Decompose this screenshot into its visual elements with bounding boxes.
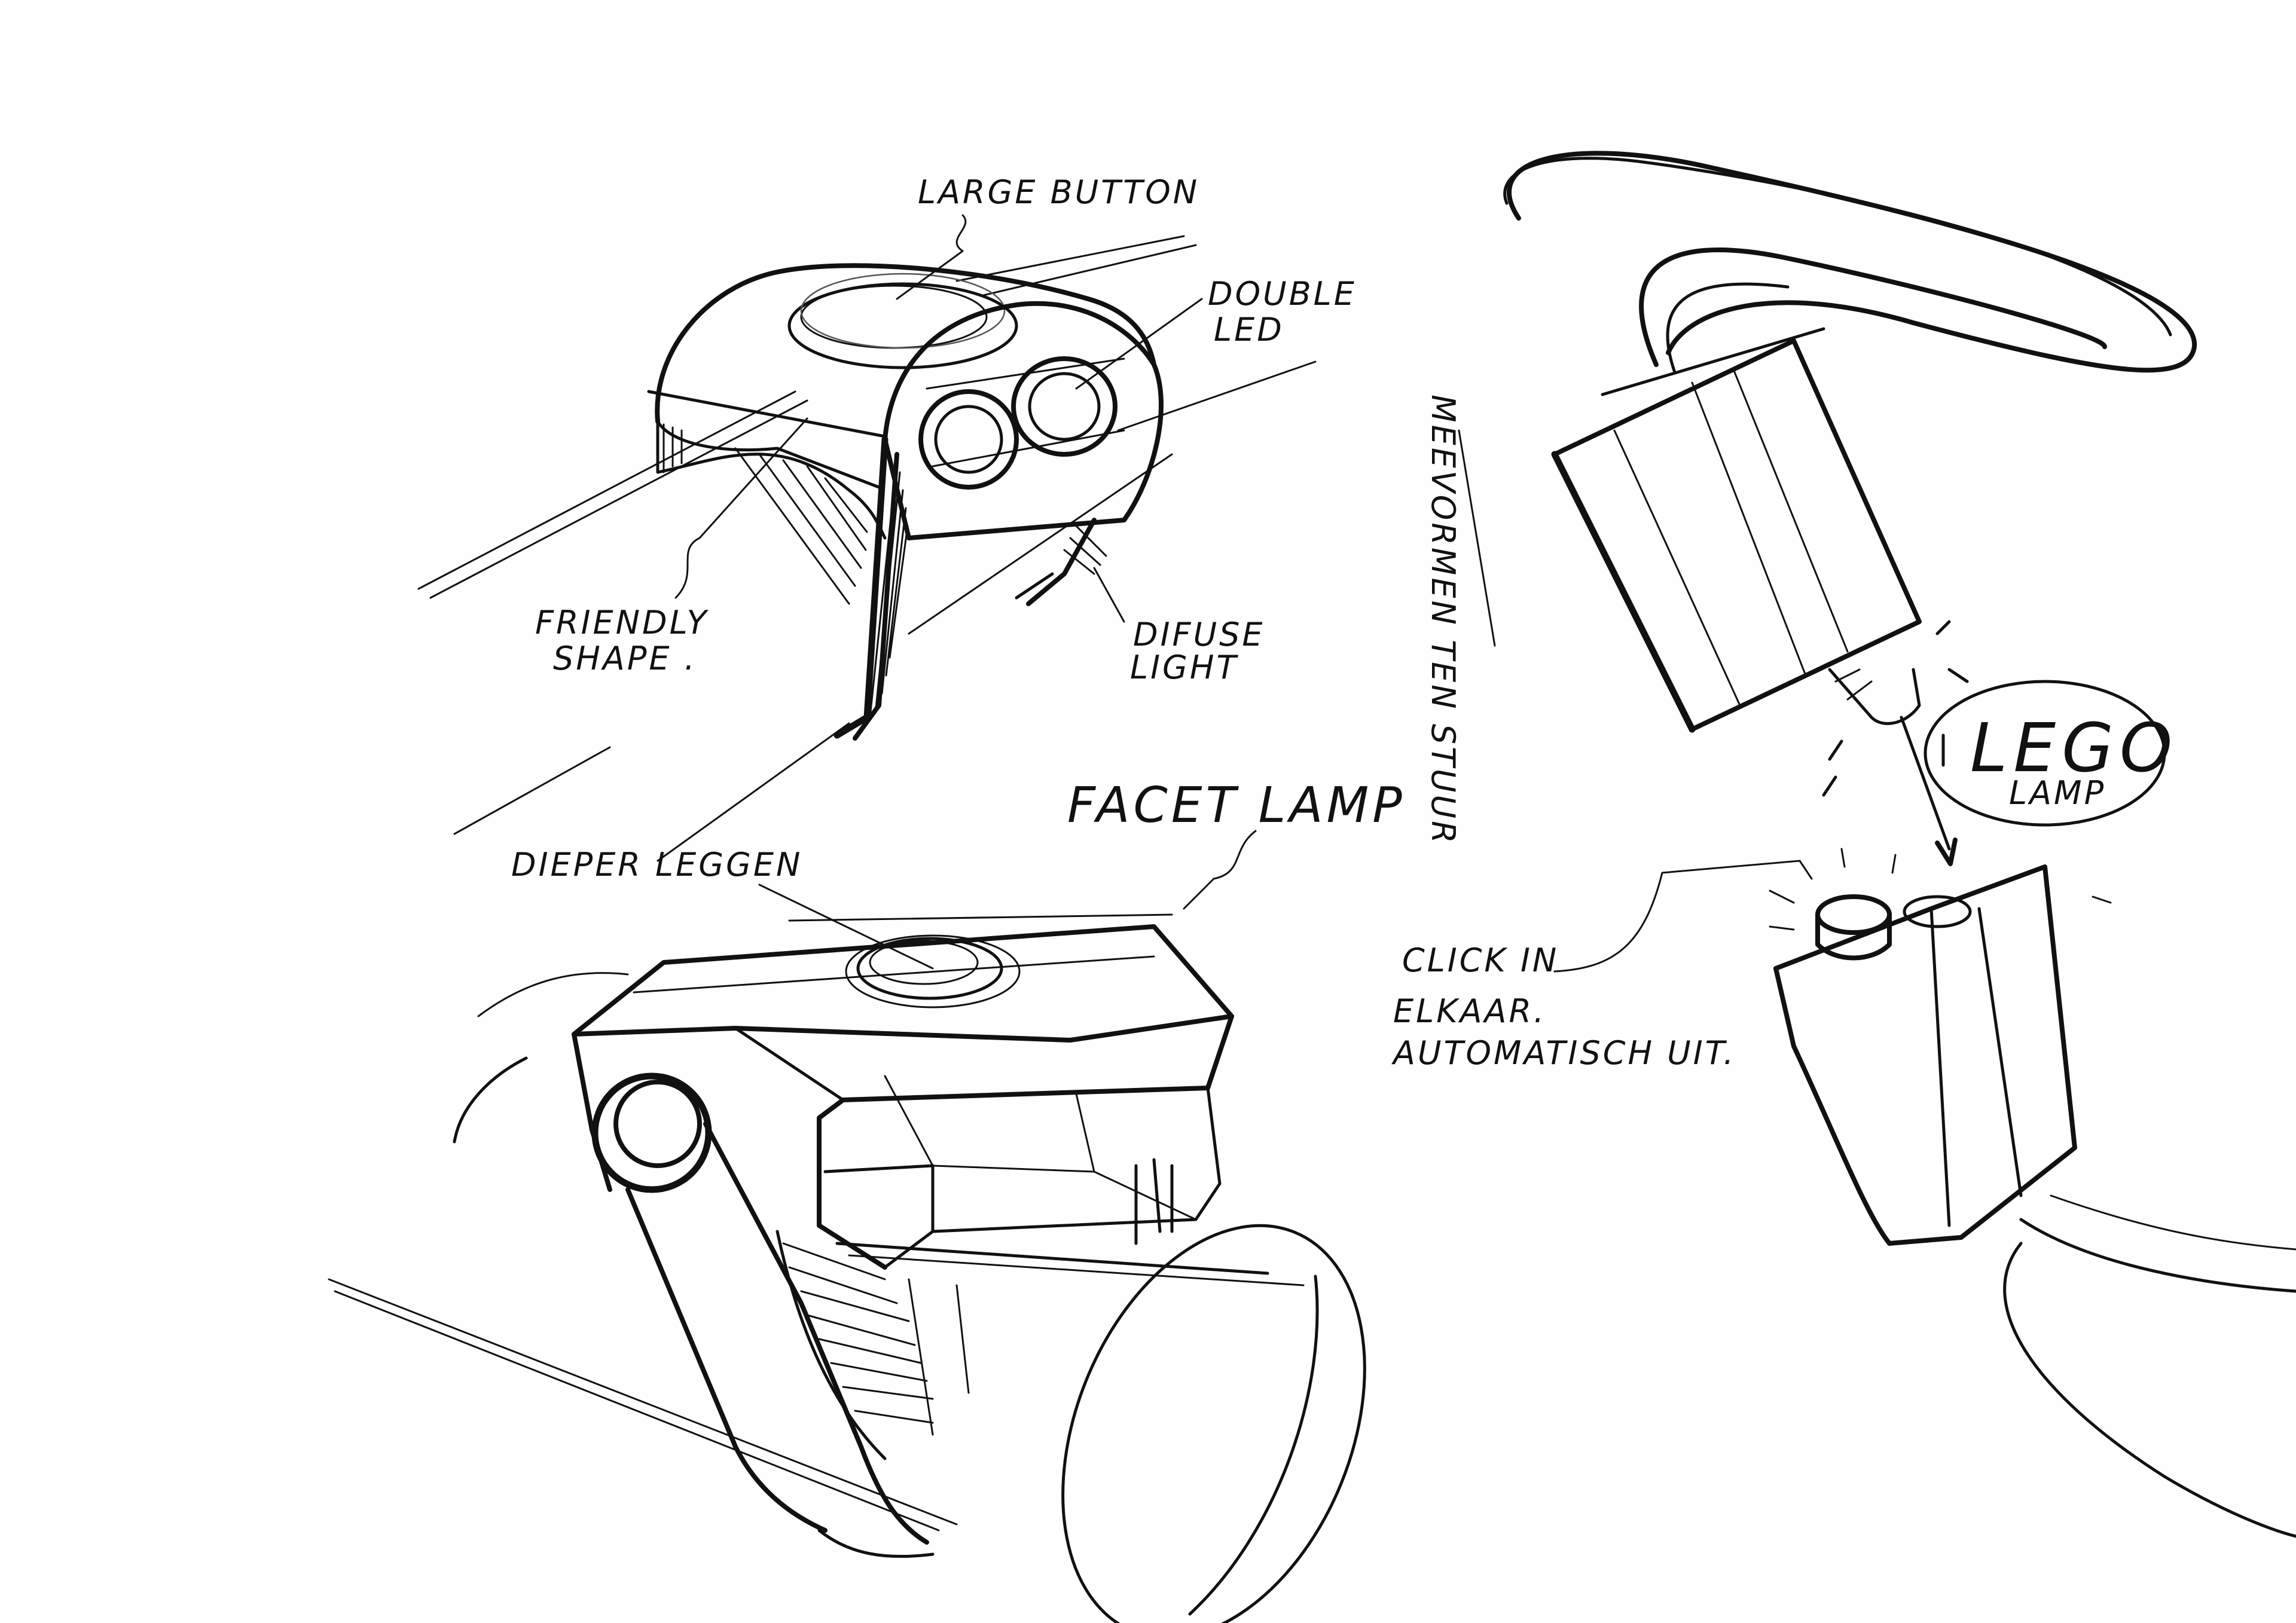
lamp-body-outline	[655, 263, 1156, 424]
label-diffuse-light-line2: LIGHT	[1130, 649, 1238, 686]
led-left	[918, 389, 1019, 490]
friendly-lamp-labels: LARGE BUTTON DOUBLE LED FRIENDLY SHAPE .…	[535, 173, 1357, 686]
lego-button	[1815, 894, 1892, 935]
label-large-button: LARGE BUTTON	[918, 173, 1199, 211]
label-dieper-leggen: DIEPER LEGGEN	[511, 846, 802, 884]
label-friendly-shape-line1: FRIENDLY	[535, 604, 709, 641]
label-click-in-line3: AUTOMATISCH UIT.	[1391, 1034, 1736, 1072]
handlebar-cylinder-end	[1061, 1224, 1366, 1623]
facet-lens	[591, 1072, 712, 1193]
label-click-in-line1: CLICK IN	[1402, 942, 1559, 979]
label-double-led-line1: DOUBLE	[1208, 275, 1357, 313]
handlebar-line	[417, 390, 796, 590]
handlebar-stem-outline	[1507, 151, 2197, 373]
label-vertical-note: MEEVORMEN TEN STUUR	[1424, 395, 1462, 846]
facet-top-face	[572, 924, 1234, 1043]
label-facet-lamp: FACET LAMP	[1067, 777, 1406, 834]
label-click-in-line2: ELKAAR.	[1393, 992, 1546, 1030]
facet-lamp-labels: FACET LAMP DIEPER LEGGEN	[511, 777, 1406, 970]
lamp-front-face	[883, 301, 1164, 540]
lego-lamp-labels: LEGO LAMP CLICK IN ELKAAR. AUTOMATISCH U…	[1391, 395, 2178, 1072]
lego-lamp-sketch	[1503, 151, 2296, 1538]
facet-lamp-sketch	[328, 913, 1366, 1623]
label-friendly-shape-line2: SHAPE .	[553, 640, 697, 677]
large-button	[787, 282, 1018, 369]
friendly-lamp-sketch	[417, 235, 1317, 862]
label-lego: LEGO	[1970, 710, 2178, 787]
lower-clamp	[1773, 966, 1892, 1246]
led-right	[1011, 356, 1118, 457]
facet-button	[856, 937, 1003, 1000]
lego-label-ellipse	[1923, 680, 2166, 827]
label-diffuse-light-line1: DIFUSE	[1133, 616, 1265, 653]
upper-clamp	[1551, 451, 1696, 733]
label-double-led-line2: LED	[1214, 311, 1284, 349]
label-lego-lamp: LAMP	[2009, 774, 2106, 812]
